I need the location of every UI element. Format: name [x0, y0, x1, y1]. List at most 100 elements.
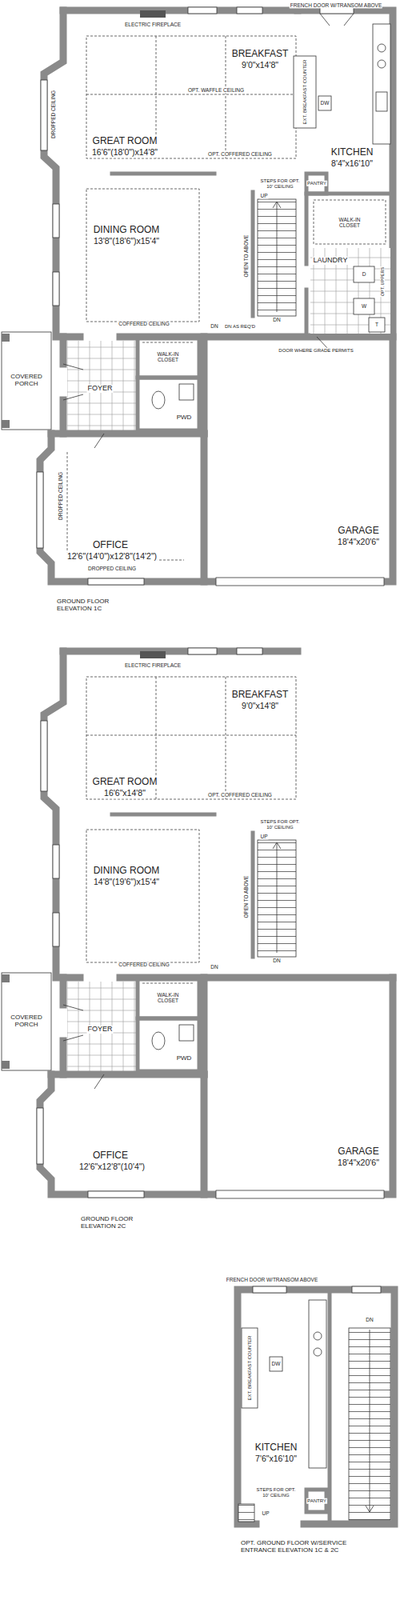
room-label: DINING ROOM [92, 224, 161, 236]
bay-window [36, 1108, 44, 1164]
room-label: W [360, 303, 368, 309]
room-label: EXT. BREAKFAST COUNTER [302, 59, 308, 126]
room-label: COVERED PORCH [4, 1014, 50, 1029]
room-label: 16'6"x14'8" [103, 788, 147, 799]
room-label: DOOR WHERE GRADE PERMITS [277, 348, 354, 354]
burner [313, 1348, 322, 1356]
wall [237, 1289, 395, 1524]
dropped-ceiling [67, 452, 184, 560]
french-door [252, 1286, 287, 1293]
walk-in-closet [313, 200, 386, 244]
room-label: FOYER [86, 384, 113, 393]
wall [384, 977, 393, 1195]
laundry-wall [306, 193, 393, 337]
island [293, 56, 316, 128]
room-label: ELECTRIC FIREPLACE [124, 21, 182, 28]
room-label: OPEN TO ABOVE [243, 234, 249, 279]
room-label: 12'6"x12'8"(10'4") [78, 1162, 146, 1172]
room-label: DN [364, 1316, 374, 1323]
burner [377, 60, 386, 68]
room-label: DN [209, 964, 219, 970]
room-label: DROPPED CEILING [87, 565, 137, 572]
room-label: DROPPED CEILING [57, 471, 64, 521]
room-label: GARAGE [336, 525, 380, 536]
room-label: WALK-IN CLOSET [151, 992, 185, 1004]
wall [204, 433, 216, 582]
room-label: STEPS FOR OPT. 10' CEILING [257, 178, 304, 189]
window [88, 578, 144, 585]
room-label: BREAKFAST [231, 48, 290, 60]
dishwasher [269, 1356, 283, 1372]
room-label: WALK-IN CLOSET [151, 351, 185, 363]
counter [372, 24, 391, 144]
room-label: 16'6"(18'0")x14'8" [91, 148, 159, 158]
room-label: 18'4"x20'6" [336, 1158, 380, 1168]
wall [40, 433, 204, 582]
room-label: BREAKFAST [231, 689, 290, 700]
room-label: GROUND FLOOR ELEVATION 2C [80, 1216, 170, 1231]
stair [348, 1328, 391, 1520]
room-label: OPT. WAFFLE CEILING [187, 87, 245, 93]
room-label: EXT. BREAKFAST COUNTER [247, 1335, 253, 1402]
steps [238, 1504, 255, 1522]
room-label: UP [259, 192, 268, 199]
burner [313, 1332, 322, 1340]
room-label: FRENCH DOOR W/TRANSOM ABOVE [289, 2, 383, 8]
room-label: PANTRY [306, 180, 328, 187]
room-label: COFFERED CEILING [117, 961, 171, 968]
room-label: COVERED PORCH [4, 373, 50, 388]
pantry [306, 173, 327, 194]
laundry-tile [310, 248, 391, 334]
room-label: FRENCH DOOR W/TRANSOM ABOVE [225, 1276, 319, 1283]
room-label: STEPS FOR OPT. 10' CEILING [257, 819, 304, 830]
island [241, 1328, 258, 1408]
room-label: OFFICE [92, 540, 129, 551]
room-label: D [361, 271, 368, 277]
room-label: OPT. GROUND FLOOR W/SERVICE ENTRANCE ELE… [240, 1540, 354, 1555]
sink [376, 92, 388, 112]
room-label: OPEN TO ABOVE [243, 875, 249, 920]
room-label: T [374, 321, 380, 328]
room-label: PWD [176, 414, 193, 422]
room-label: 9'0"x14'8" [240, 701, 280, 712]
room-label: GREAT ROOM [92, 776, 159, 788]
pantry [306, 1489, 327, 1512]
room-label: DN [272, 316, 281, 323]
garage-door [216, 1190, 384, 1199]
wall [40, 1074, 204, 1195]
room-label: GARAGE [336, 1146, 380, 1157]
room-label: WALK-IN CLOSET [332, 216, 367, 228]
room-label: COFFERED CEILING [117, 320, 171, 327]
window [352, 1286, 381, 1293]
room-label: UP [260, 1510, 270, 1516]
wall [204, 1074, 216, 1195]
stair-arrow [365, 1329, 374, 1512]
plan-1c-extra [36, 7, 393, 586]
burner [377, 44, 386, 52]
room-label: KITCHEN [254, 1442, 299, 1453]
room-label: DW [320, 100, 331, 106]
room-label: DN [272, 957, 281, 964]
room-label: OFFICE [92, 1150, 129, 1161]
garage-door [216, 577, 384, 586]
plan-2c-core [1, 648, 393, 1089]
room-label: GROUND FLOOR ELEVATION 1C [56, 598, 146, 613]
room-label: STEPS FOR OPT. 10' CEILING [253, 1487, 300, 1498]
counter [308, 1300, 327, 1468]
room-label: DROPPED CEILING [50, 89, 56, 140]
dryer [353, 266, 375, 283]
room-label: UP [259, 833, 268, 840]
room-label: 8'4"x16'10" [330, 159, 374, 169]
room-label: ELECTRIC FIREPLACE [124, 662, 182, 668]
bay-window [36, 472, 44, 548]
room-label: OPT. COFFERED CEILING [207, 151, 273, 157]
plan-1c-core [1, 7, 393, 448]
room-label: 18'4"x20'6" [336, 537, 380, 548]
door-swing [320, 13, 354, 26]
room-label: KITCHEN [330, 147, 375, 158]
washer [353, 298, 375, 315]
room-label: PANTRY [306, 1498, 328, 1504]
